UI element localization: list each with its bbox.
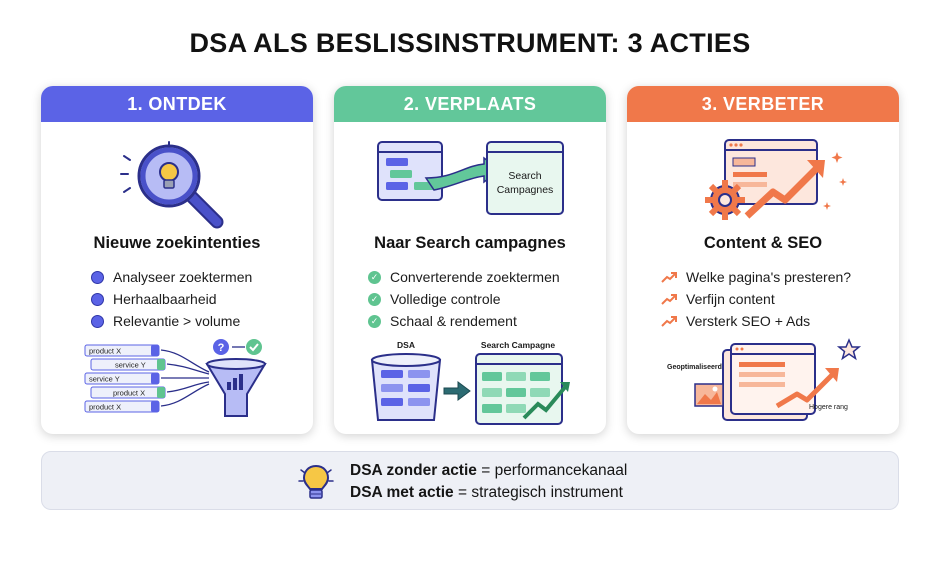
summary-line-1: DSA zonder actie = performancekanaal [350, 462, 628, 479]
check-icon: ✓ [368, 292, 381, 306]
tag-1: product X [84, 344, 160, 357]
svg-text:?: ? [218, 342, 225, 354]
dot-bullet-icon [91, 292, 104, 306]
question-badge: ? [213, 339, 229, 355]
trend-up-icon [661, 271, 677, 283]
bullet-list: Welke pagina's presteren? Verfijn conten… [661, 266, 881, 332]
growth-chart-icon [522, 384, 568, 420]
list-item: Welke pagina's presteren? [661, 266, 881, 288]
bullet-list: ✓Converterende zoektermen ✓Volledige con… [368, 266, 588, 332]
list-item: Herhaalbaarheid [91, 288, 311, 310]
card-header: 3. VERBETER [627, 86, 899, 122]
arrow-icon [443, 381, 471, 401]
list-item: ✓Volledige controle [368, 288, 588, 310]
trend-up-icon [661, 293, 677, 305]
page-title: DSA ALS BESLISSINSTRUMENT: 3 ACTIES [189, 28, 751, 58]
dsa-to-search-diagram: DSA Search Campagne [370, 340, 570, 425]
list-item: Versterk SEO + Ads [661, 310, 881, 332]
dot-bullet-icon [91, 314, 104, 328]
campaign-transfer-icon: Search Campagnes [377, 141, 564, 215]
svg-text:Search Campagne: Search Campagne [481, 340, 555, 350]
svg-text:product X: product X [113, 389, 145, 398]
tag-2: service Y [90, 358, 166, 371]
trend-up-icon [661, 315, 677, 327]
magnifier-lightbulb-icon [120, 141, 224, 229]
image-icon [694, 383, 724, 407]
dot-bullet-icon [91, 270, 104, 284]
card-ontdek: 1. ONTDEK Nieuwe zoekintenties Analyseer… [41, 86, 313, 434]
search-campaign-box [475, 353, 570, 425]
funnel-icon [205, 358, 267, 417]
dsa-box [370, 353, 442, 421]
seo-ranking-diagram: Geoptimaliseerd Hogere rang [667, 338, 862, 421]
card-verplaats: 2. VERPLAATS Search Campagnes Naar Searc… [334, 86, 606, 434]
star-icon [836, 338, 862, 361]
check-icon: ✓ [368, 314, 381, 328]
list-item: ✓Schaal & rendement [368, 310, 588, 332]
summary-line-2: DSA met actie = strategisch instrument [350, 484, 623, 501]
card-subtitle: Content & SEO [703, 234, 823, 252]
check-icon [246, 339, 262, 355]
list-item: Verfijn content [661, 288, 881, 310]
svg-text:service Y: service Y [115, 361, 146, 370]
tag-4: product X [90, 386, 166, 399]
svg-text:product X: product X [89, 347, 121, 356]
lightbulb-icon [298, 464, 334, 499]
browser-gear-growth-icon [705, 139, 847, 220]
svg-text:Search: Search [508, 170, 541, 182]
card-subtitle: Nieuwe zoekintenties [93, 234, 261, 252]
list-item: Analyseer zoektermen [91, 266, 311, 288]
svg-text:product X: product X [89, 403, 121, 412]
svg-text:service Y: service Y [89, 375, 120, 384]
tag-3: service Y [84, 372, 160, 385]
svg-text:Geoptimaliseerd: Geoptimaliseerd [667, 364, 722, 371]
list-item: ✓Converterende zoektermen [368, 266, 588, 288]
card-verbeter: 3. VERBETER Content & SEO Welke pagina's… [627, 86, 899, 434]
search-term-funnel-diagram: product X service Y service Y product X … [84, 339, 267, 417]
tag-5: product X [84, 400, 160, 413]
card-header: 2. VERPLAATS [334, 86, 606, 122]
card-subtitle: Naar Search campagnes [374, 234, 566, 252]
connector-arrows [160, 349, 210, 407]
svg-text:DSA: DSA [397, 340, 415, 350]
bullet-list: Analyseer zoektermen Herhaalbaarheid Rel… [91, 266, 311, 332]
svg-text:Campagnes: Campagnes [497, 184, 554, 196]
summary-box: DSA zonder actie = performancekanaal DSA… [41, 451, 899, 510]
gear-icon [705, 180, 745, 220]
list-item: Relevantie > volume [91, 310, 311, 332]
check-icon: ✓ [368, 270, 381, 284]
svg-text:Hogere rang: Hogere rang [809, 404, 848, 411]
card-header: 1. ONTDEK [41, 86, 313, 122]
